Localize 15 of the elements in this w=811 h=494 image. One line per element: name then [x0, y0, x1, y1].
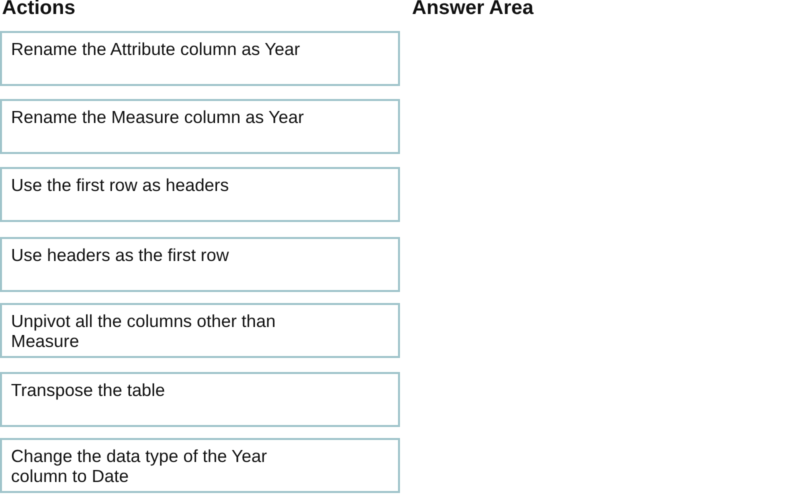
- action-text: Transpose the table: [11, 380, 166, 400]
- action-card: [0, 99, 400, 154]
- action-card: [0, 237, 400, 292]
- action-text: Rename the Attribute column as Year: [11, 39, 301, 59]
- action-text: Use headers as the first row: [11, 245, 230, 265]
- action-card: [0, 303, 400, 358]
- action-card: [0, 438, 400, 493]
- action-card: [0, 167, 400, 222]
- action-text: Rename the Measure column as Year: [11, 107, 305, 127]
- action-card: [0, 31, 400, 86]
- section-heading: Answer Area: [412, 0, 534, 19]
- action-card: [0, 372, 400, 427]
- action-text: Use the first row as headers: [11, 175, 230, 195]
- action-text: Unpivot all the columns other than Measure: [11, 311, 277, 351]
- action-text: Change the data type of the Year column to Date: [11, 446, 268, 486]
